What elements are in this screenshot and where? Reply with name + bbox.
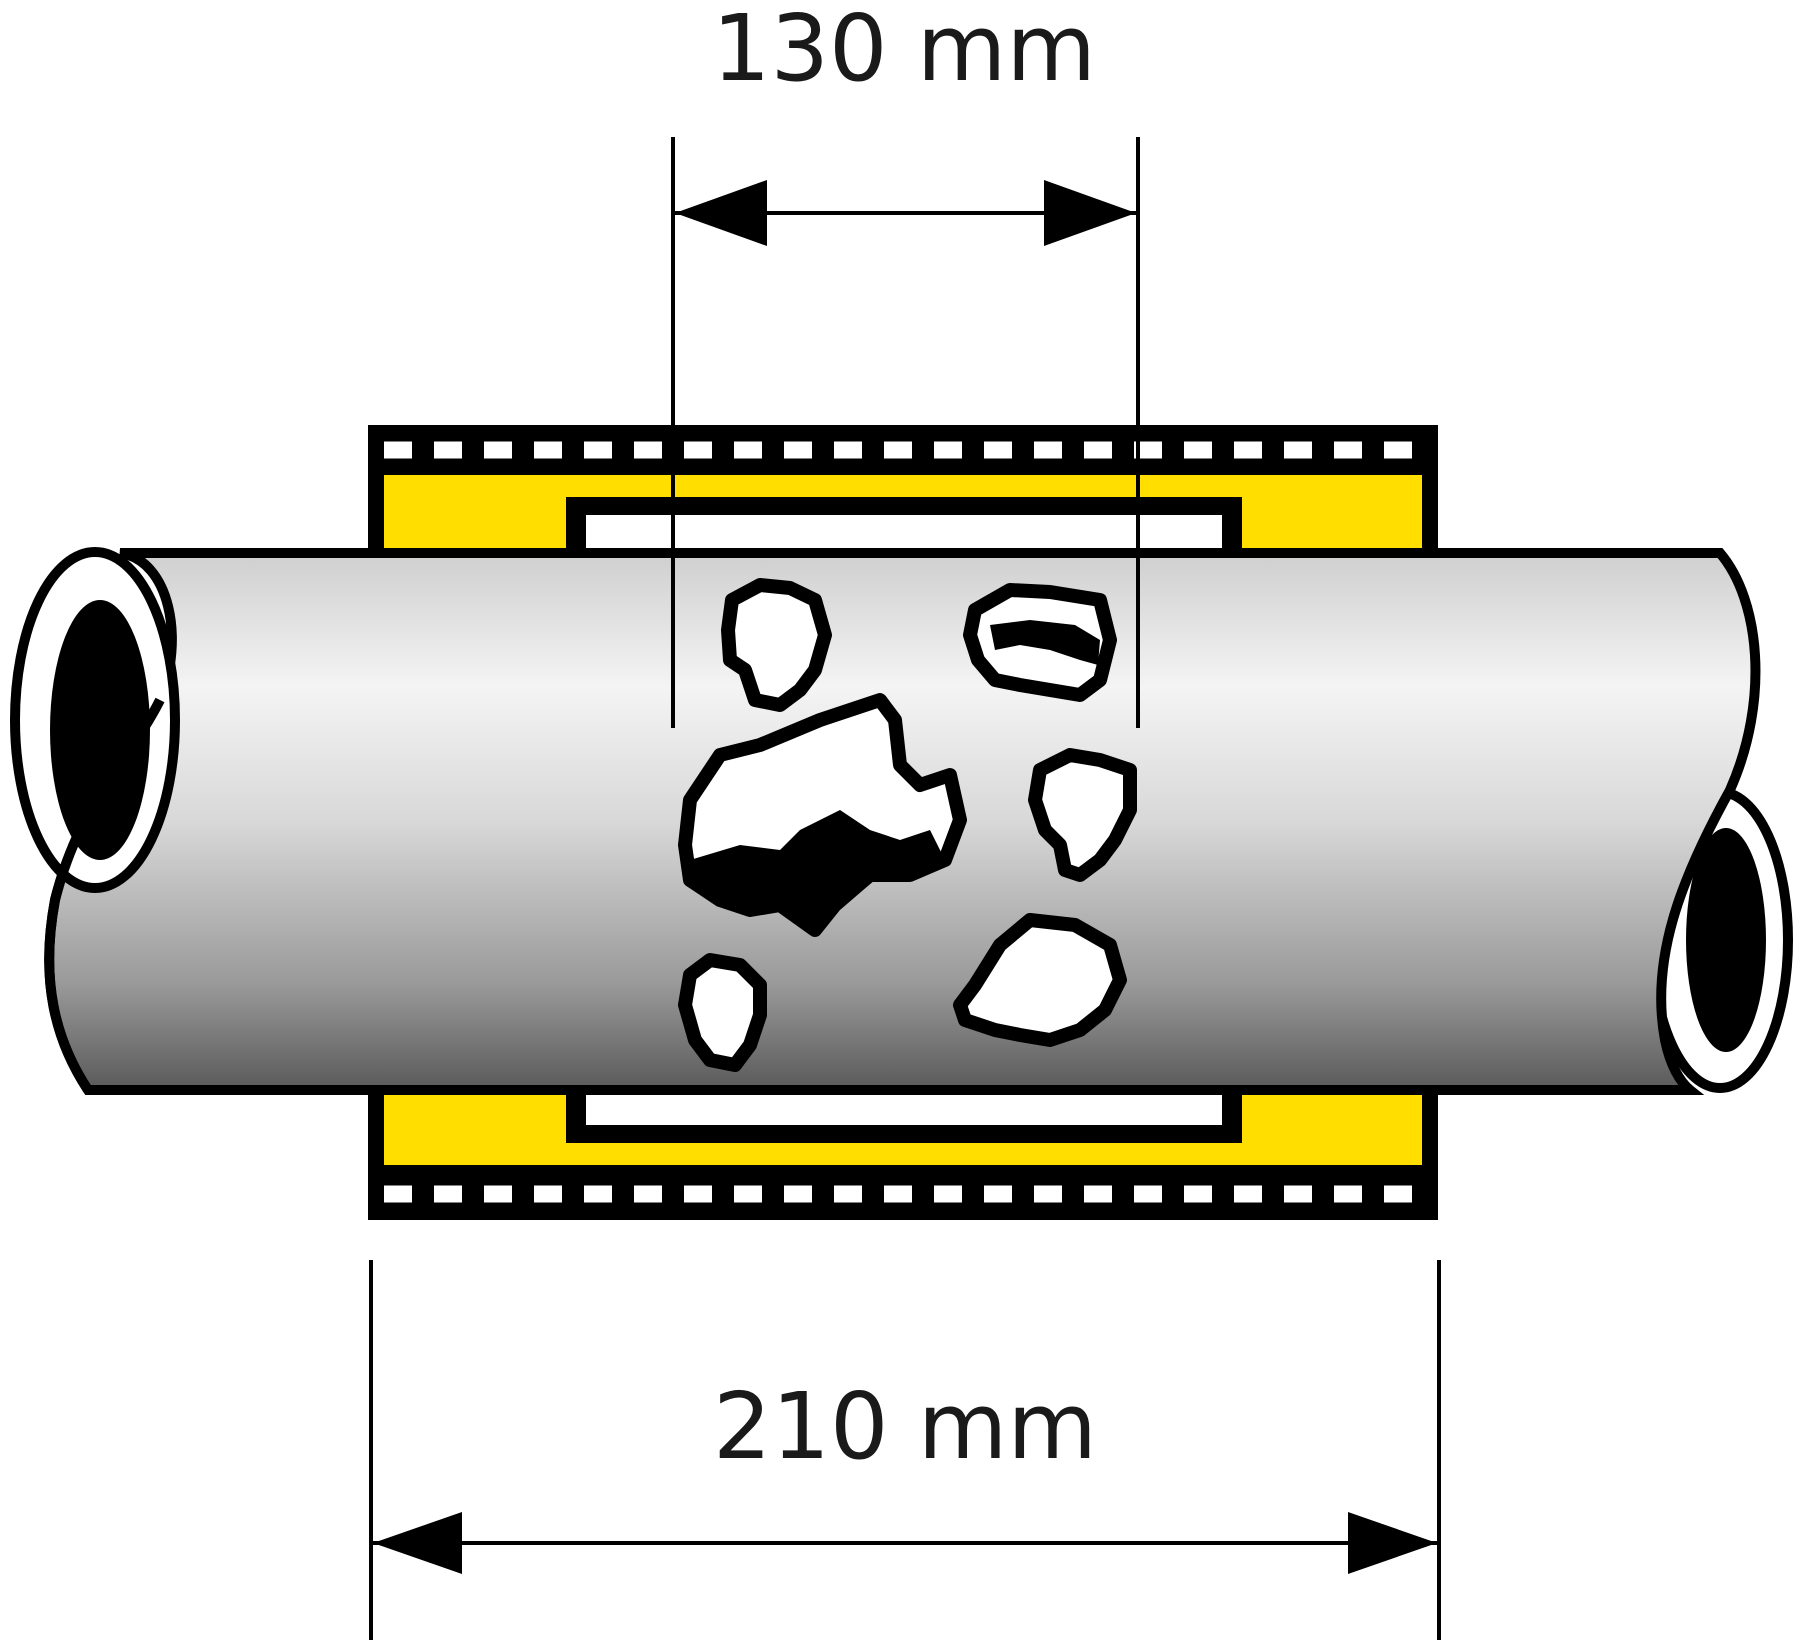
damage-spot-4 (1028, 748, 1137, 882)
damage-shadow-2 (990, 620, 1100, 665)
outer-dimension-label: 210 mm (713, 1373, 1097, 1480)
sleeve-bottom (368, 1085, 1438, 1220)
outer-arrow-right (1348, 1512, 1437, 1574)
pipe-left-end-hole (50, 600, 150, 860)
damage-spots (678, 578, 1137, 1072)
inner-dimension-label: 130 mm (712, 0, 1096, 102)
damage-shadow-1 (690, 810, 945, 930)
pipe-right-end-hole (1686, 828, 1766, 1052)
inner-dimension: 130 mm (671, 0, 1140, 728)
sleeve-top (368, 425, 1438, 555)
pipe-left-lower-edge (44, 697, 165, 1093)
outer-arrow-left (373, 1512, 462, 1574)
inner-arrow-left (675, 180, 767, 246)
damage-spot-5 (678, 953, 767, 1072)
inner-arrow-right (1044, 180, 1136, 246)
damage-spot-1 (721, 578, 832, 712)
damage-spot-6 (953, 913, 1127, 1047)
outer-dimension: 210 mm (369, 1260, 1441, 1640)
